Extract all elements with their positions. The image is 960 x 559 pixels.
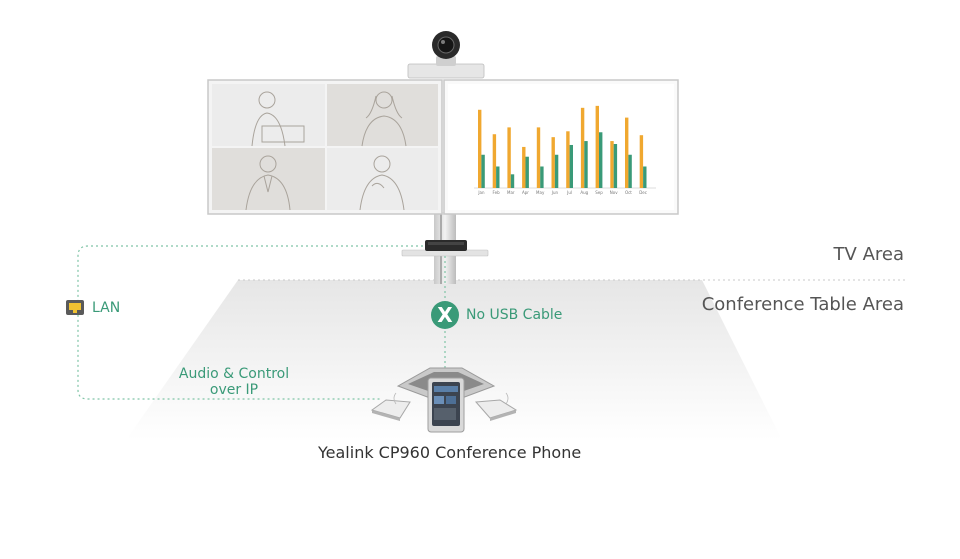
chart-month-label-2: Mar	[507, 190, 515, 195]
left-display	[207, 79, 443, 215]
chart-bar-orange-5	[551, 137, 555, 188]
chart-bar-green-3	[525, 156, 529, 188]
chart-bar-orange-8	[595, 105, 599, 188]
conference-table-area-label: Conference Table Area	[701, 294, 904, 315]
chart-bar-orange-11	[639, 135, 644, 188]
chart-month-label-8: Sep	[595, 190, 603, 195]
chart-month-label-1: Feb	[493, 190, 501, 195]
lan-label: LAN	[92, 300, 121, 316]
chart-bar-orange-3	[522, 146, 526, 188]
chart-bar-orange-10	[625, 117, 629, 188]
chart-month-label-3: Apr	[522, 190, 529, 195]
chart-bar-orange-6	[566, 131, 570, 188]
audio-control-label-line1: Audio & Control	[178, 366, 290, 382]
chart-bar-green-7	[584, 141, 588, 188]
chart-bar-green-8	[599, 132, 603, 188]
chart-bar-green-2	[510, 174, 515, 188]
chart-month-label-10: Oct	[625, 190, 632, 195]
chart-bar-green-6	[569, 144, 573, 188]
cp960-conference-phone	[370, 367, 518, 433]
chart-bar-orange-1	[492, 134, 497, 188]
chart-bar-green-11	[643, 166, 647, 188]
svg-text:X: X	[437, 303, 453, 327]
tv-area-label: TV Area	[833, 244, 904, 265]
chart-month-label-4: May	[536, 190, 545, 195]
chart-bar-orange-7	[580, 107, 585, 188]
video-codec-box	[425, 240, 467, 251]
chart-month-label-9: Nov	[610, 190, 618, 195]
chart-month-label-6: Jul	[566, 190, 572, 195]
chart-bar-orange-0	[478, 109, 482, 188]
lan-connection-line	[77, 245, 423, 400]
audio-control-label: Audio & Control over IP	[170, 366, 298, 398]
chart-bar-orange-2	[507, 127, 511, 188]
chart-month-label-0: Jan	[477, 190, 485, 195]
table-area-floor	[126, 280, 782, 440]
chart-bar-orange-9	[610, 141, 614, 188]
conference-camera	[407, 31, 485, 79]
presentation-chart: Jan Feb Mar Apr May Jun Jul Aug Sep Nov Oct Dec	[477, 105, 647, 195]
no-usb-cable-label: No USB Cable	[466, 307, 563, 323]
right-display: Jan Feb Mar Apr May Jun Jul Aug Sep Nov Oct Dec	[443, 79, 679, 215]
lan-port-icon	[66, 300, 84, 315]
chart-bar-green-4	[540, 166, 544, 188]
chart-month-label-11: Dec	[639, 190, 647, 195]
chart-bar-green-10	[628, 154, 632, 188]
chart-month-label-7: Aug	[580, 190, 588, 195]
phone-caption: Yealink CP960 Conference Phone	[318, 443, 582, 462]
chart-bar-orange-4	[536, 127, 541, 188]
chart-month-label-5: Jun	[551, 190, 559, 195]
no-usb-icon: X	[431, 301, 459, 329]
audio-control-label-line2: over IP	[209, 382, 259, 398]
chart-bar-green-1	[496, 166, 500, 188]
chart-bar-green-9	[613, 144, 618, 188]
chart-bar-green-5	[554, 154, 559, 188]
chart-bar-green-0	[481, 154, 485, 188]
